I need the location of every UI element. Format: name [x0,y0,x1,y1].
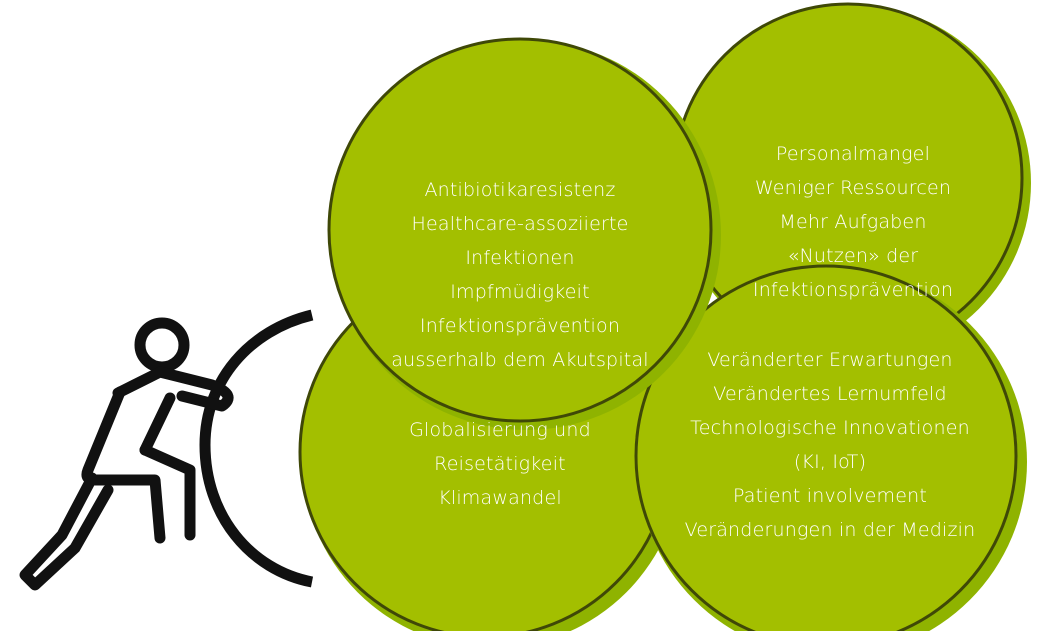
text-line: ausserhalb dem Akutspital [391,349,649,371]
person-arm [112,366,234,412]
text-line: Infektionsprävention [419,315,621,337]
circle-bottom-left-text: Globalisierung und Reisetätigkeit Klimaw… [300,413,700,515]
person-head [134,317,190,373]
text-line: «Nutzen» der [787,245,919,267]
text-line: Mehr Aufgaben [779,211,927,233]
person-torso-front [139,392,176,456]
pushed-ball-arc [199,309,314,588]
person-back-leg [19,472,114,591]
text-line: Reisetätigkeit [434,453,566,475]
text-line: Weniger Ressourcen [754,177,952,199]
text-line: Verändertes Lernumfeld [713,383,947,405]
text-line: Infektionen [465,247,575,269]
text-line: Infektionsprävention [752,279,954,301]
person-pushing-icon [19,309,314,591]
text-line: Antibiotikaresistenz [424,179,616,201]
text-line: Veränderungen in der Medizin [684,519,976,541]
text-line: Patient involvement [732,485,928,507]
text-line: Impfmüdigkeit [450,281,590,303]
text-line: Personalmangel [775,143,931,165]
text-line: Technologische Innovationen [690,417,970,439]
circle-bottom-right-text: Veränderter Erwartungen Verändertes Lern… [630,343,1030,547]
circle-top-right-text: Personalmangel Weniger Ressourcen Mehr A… [678,137,1028,307]
person-front-leg [139,444,196,541]
circle-top-right [672,2,1031,361]
circle-top-left [327,37,721,430]
text-line: Veränderter Erwartungen [707,349,953,371]
circle-bottom-right [634,264,1027,631]
text-line: Globalisierung und [409,419,591,441]
text-line: Healthcare-assoziierte [411,213,629,235]
text-line: (KI, IoT) [793,451,867,473]
text-line: Klimawandel [438,487,562,509]
circle-top-left-text: Antibiotikaresistenz Healthcare-assoziie… [320,173,720,377]
